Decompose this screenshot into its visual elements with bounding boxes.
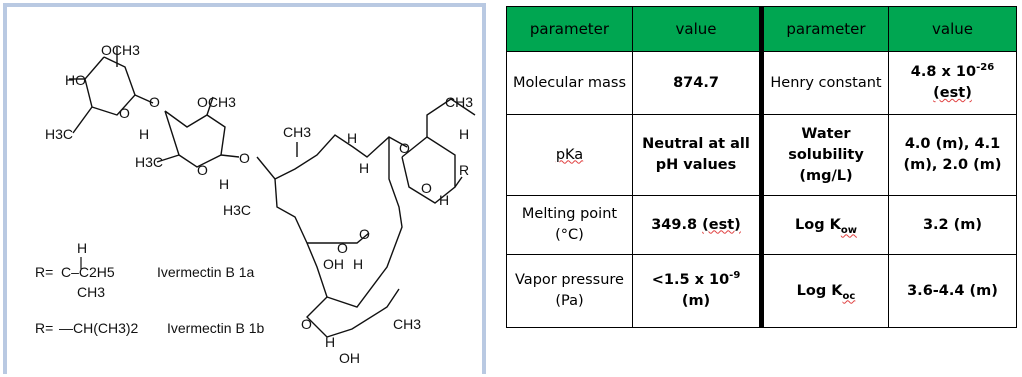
parameters-table: parameter value parameter value Molecula… [506, 6, 1017, 328]
atom-r: R [459, 162, 469, 178]
atom-ch3: CH3 [393, 316, 421, 332]
atom-oh: OH [339, 350, 360, 366]
value-cell: Neutral at all pH values [632, 114, 764, 196]
table-row: Vapor pressure (Pa) <1.5 x 10-9(m) Log K… [506, 254, 1017, 328]
structure-legend: H R= C–C2H5 Ivermectin B 1a CH3 R= —CH(C… [35, 240, 264, 336]
legend-b1a: Ivermectin B 1a [157, 264, 254, 280]
header-value: value [632, 6, 764, 52]
atom-h: H [459, 126, 469, 142]
table-row: Melting point (°C) 349.8 (est) Log Kow 3… [506, 195, 1017, 255]
param-cell: Molecular mass [506, 51, 633, 115]
param-cell: Log Koc [761, 254, 889, 328]
param-cell: Log Kow [761, 195, 889, 255]
param-cell: Melting point (°C) [506, 195, 633, 255]
value-cell: 349.8 (est) [632, 195, 764, 255]
atom-o: O [197, 162, 208, 178]
atom-o: O [149, 94, 160, 110]
atom-o: O [399, 140, 410, 156]
param-cell: Water solubility (mg/L) [761, 114, 889, 196]
svg-text:C–C2H5: C–C2H5 [61, 264, 115, 280]
atom-h3c: H3C [223, 202, 251, 218]
atom-h: H [347, 130, 357, 146]
atom-o: O [119, 105, 130, 121]
header-parameter: parameter [761, 6, 889, 52]
atom-h: H [359, 160, 369, 176]
svg-text:R=: R= [35, 320, 53, 336]
atom-h: H [353, 256, 363, 272]
value-cell: 4.8 x 10-26(est) [888, 51, 1017, 115]
atom-h: H [439, 192, 449, 208]
svg-text:R=: R= [35, 264, 53, 280]
atom-o: O [239, 150, 250, 166]
value-cell: 3.2 (m) [888, 195, 1017, 255]
atom-ch3: CH3 [445, 94, 473, 110]
atom-h3c: H3C [135, 154, 163, 170]
atom-o: O [421, 180, 432, 196]
atom-o: O [337, 240, 348, 256]
atom-o: O [359, 226, 370, 242]
atom-h: H [325, 334, 335, 350]
value-cell: <1.5 x 10-9(m) [632, 254, 764, 328]
atom-ch3: CH3 [283, 124, 311, 140]
header-value: value [888, 6, 1017, 52]
param-cell: pKa [506, 114, 633, 196]
svg-text:—CH(CH3)2: —CH(CH3)2 [59, 320, 139, 336]
value-cell: 874.7 [632, 51, 764, 115]
structure-panel: OCH3 HO O O OCH3 H3C H H3C O O H CH3 H H… [3, 3, 486, 374]
svg-text:H: H [77, 240, 87, 256]
atom-och3: OCH3 [101, 42, 140, 58]
atom-h: H [219, 176, 229, 192]
atom-h3c: H3C [45, 126, 73, 142]
ivermectin-structure: OCH3 HO O O OCH3 H3C H H3C O O H CH3 H H… [35, 42, 476, 366]
atom-h: H [139, 126, 149, 142]
table-row: pKa Neutral at all pH values Water solub… [506, 114, 1017, 196]
param-cell: Henry constant [761, 51, 889, 115]
table-header-row: parameter value parameter value [506, 6, 1017, 52]
svg-text:CH3: CH3 [77, 284, 105, 300]
atom-oh: OH [323, 256, 344, 272]
atom-o: O [301, 316, 312, 332]
param-cell: Vapor pressure (Pa) [506, 254, 633, 328]
value-cell: 4.0 (m), 4.1 (m), 2.0 (m) [888, 114, 1017, 196]
legend-b1b: Ivermectin B 1b [167, 320, 264, 336]
header-parameter: parameter [506, 6, 633, 52]
table-row: Molecular mass 874.7 Henry constant 4.8 … [506, 51, 1017, 115]
atom-ho: HO [65, 72, 86, 88]
value-cell: 3.6-4.4 (m) [888, 254, 1017, 328]
atom-och3: OCH3 [197, 94, 236, 110]
